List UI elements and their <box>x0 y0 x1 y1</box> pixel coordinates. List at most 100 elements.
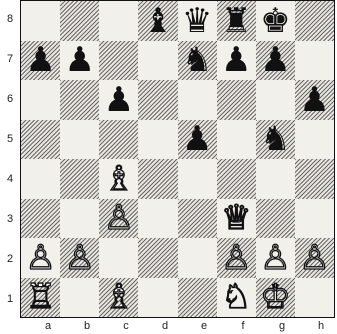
black-pawn-icon[interactable]: ♟ <box>64 43 94 77</box>
square-b4[interactable] <box>60 159 99 199</box>
square-c1[interactable]: ♗ <box>99 278 138 318</box>
square-e6[interactable] <box>178 80 217 120</box>
square-h7[interactable] <box>295 41 334 81</box>
black-pawn-icon[interactable]: ♟ <box>182 122 212 156</box>
white-pawn-icon[interactable]: ♙ <box>221 241 251 275</box>
rank-label-1: 1 <box>0 293 20 305</box>
square-h4[interactable] <box>295 159 334 199</box>
square-b2[interactable]: ♙ <box>60 238 99 278</box>
white-pawn-icon[interactable]: ♙ <box>104 201 134 235</box>
black-pawn-icon[interactable]: ♟ <box>260 43 290 77</box>
white-pawn-icon[interactable]: ♙ <box>64 241 94 275</box>
square-h8[interactable] <box>295 1 334 41</box>
square-b6[interactable] <box>60 80 99 120</box>
square-c5[interactable] <box>99 120 138 160</box>
black-pawn-icon[interactable]: ♟ <box>104 83 134 117</box>
black-queen-icon[interactable]: ♛ <box>182 4 212 38</box>
square-g1[interactable]: ♔ <box>256 278 295 318</box>
square-d8[interactable]: ♝ <box>138 1 177 41</box>
square-c4[interactable]: ♗ <box>99 159 138 199</box>
square-a7[interactable]: ♟ <box>21 41 60 81</box>
square-b5[interactable] <box>60 120 99 160</box>
white-queen-icon[interactable]: ♕ <box>221 201 251 235</box>
file-label-h: h <box>301 320 337 332</box>
square-a2[interactable]: ♙ <box>21 238 60 278</box>
square-g8[interactable]: ♚ <box>256 1 295 41</box>
square-a5[interactable] <box>21 120 60 160</box>
square-b1[interactable] <box>60 278 99 318</box>
square-c2[interactable] <box>99 238 138 278</box>
rank-label-5: 5 <box>0 133 20 145</box>
square-d4[interactable] <box>138 159 177 199</box>
white-pawn-icon[interactable]: ♙ <box>299 241 329 275</box>
rank-label-8: 8 <box>0 13 20 25</box>
black-knight-icon[interactable]: ♞ <box>182 43 212 77</box>
square-e4[interactable] <box>178 159 217 199</box>
square-e5[interactable]: ♟ <box>178 120 217 160</box>
square-b3[interactable] <box>60 199 99 239</box>
square-g4[interactable] <box>256 159 295 199</box>
square-h1[interactable] <box>295 278 334 318</box>
square-a3[interactable] <box>21 199 60 239</box>
square-d7[interactable] <box>138 41 177 81</box>
square-a8[interactable] <box>21 1 60 41</box>
square-c6[interactable]: ♟ <box>99 80 138 120</box>
square-c7[interactable] <box>99 41 138 81</box>
black-pawn-icon[interactable]: ♟ <box>25 43 55 77</box>
square-f2[interactable]: ♙ <box>217 238 256 278</box>
white-bishop-icon[interactable]: ♗ <box>104 162 134 196</box>
file-label-b: b <box>67 320 107 332</box>
square-h6[interactable]: ♟ <box>295 80 334 120</box>
square-f7[interactable]: ♟ <box>217 41 256 81</box>
square-b7[interactable]: ♟ <box>60 41 99 81</box>
square-g7[interactable]: ♟ <box>256 41 295 81</box>
file-label-a: a <box>28 320 68 332</box>
black-knight-icon[interactable]: ♞ <box>260 122 290 156</box>
square-e8[interactable]: ♛ <box>178 1 217 41</box>
square-a4[interactable] <box>21 159 60 199</box>
black-rook-icon[interactable]: ♜ <box>221 4 251 38</box>
square-e1[interactable] <box>178 278 217 318</box>
square-d3[interactable] <box>138 199 177 239</box>
square-a6[interactable] <box>21 80 60 120</box>
square-g2[interactable]: ♙ <box>256 238 295 278</box>
square-f6[interactable] <box>217 80 256 120</box>
chess-board: ♝ ♛ ♜ ♚ ♟ ♟ ♞ ♟ ♟ ♟ ♟ ♟ ♞ ♗ ♙ ♕ ♙ ♙ ♙ ♙ ♙ ♖ ♗ ♘ ♔ <box>20 0 335 318</box>
square-d5[interactable] <box>138 120 177 160</box>
black-king-icon[interactable]: ♚ <box>260 4 290 38</box>
square-d1[interactable] <box>138 278 177 318</box>
white-pawn-icon[interactable]: ♙ <box>25 241 55 275</box>
square-g5[interactable]: ♞ <box>256 120 295 160</box>
white-knight-icon[interactable]: ♘ <box>221 280 251 314</box>
square-c8[interactable] <box>99 1 138 41</box>
square-f5[interactable] <box>217 120 256 160</box>
square-b8[interactable] <box>60 1 99 41</box>
square-f8[interactable]: ♜ <box>217 1 256 41</box>
square-g6[interactable] <box>256 80 295 120</box>
square-a1[interactable]: ♖ <box>21 278 60 318</box>
white-bishop-icon[interactable]: ♗ <box>104 280 134 314</box>
rank-label-6: 6 <box>0 93 20 105</box>
square-d2[interactable] <box>138 238 177 278</box>
white-rook-icon[interactable]: ♖ <box>25 280 55 314</box>
square-h2[interactable]: ♙ <box>295 238 334 278</box>
black-bishop-icon[interactable]: ♝ <box>143 4 173 38</box>
square-c3[interactable]: ♙ <box>99 199 138 239</box>
square-d6[interactable] <box>138 80 177 120</box>
rank-label-3: 3 <box>0 213 20 225</box>
square-f4[interactable] <box>217 159 256 199</box>
black-pawn-icon[interactable]: ♟ <box>299 83 329 117</box>
square-g3[interactable] <box>256 199 295 239</box>
square-h5[interactable] <box>295 120 334 160</box>
white-king-icon[interactable]: ♔ <box>260 280 290 314</box>
square-e3[interactable] <box>178 199 217 239</box>
square-f1[interactable]: ♘ <box>217 278 256 318</box>
black-pawn-icon[interactable]: ♟ <box>221 43 251 77</box>
file-label-f: f <box>223 320 263 332</box>
square-e7[interactable]: ♞ <box>178 41 217 81</box>
white-pawn-icon[interactable]: ♙ <box>260 241 290 275</box>
file-label-g: g <box>262 320 302 332</box>
square-e2[interactable] <box>178 238 217 278</box>
square-f3[interactable]: ♕ <box>217 199 256 239</box>
square-h3[interactable] <box>295 199 334 239</box>
